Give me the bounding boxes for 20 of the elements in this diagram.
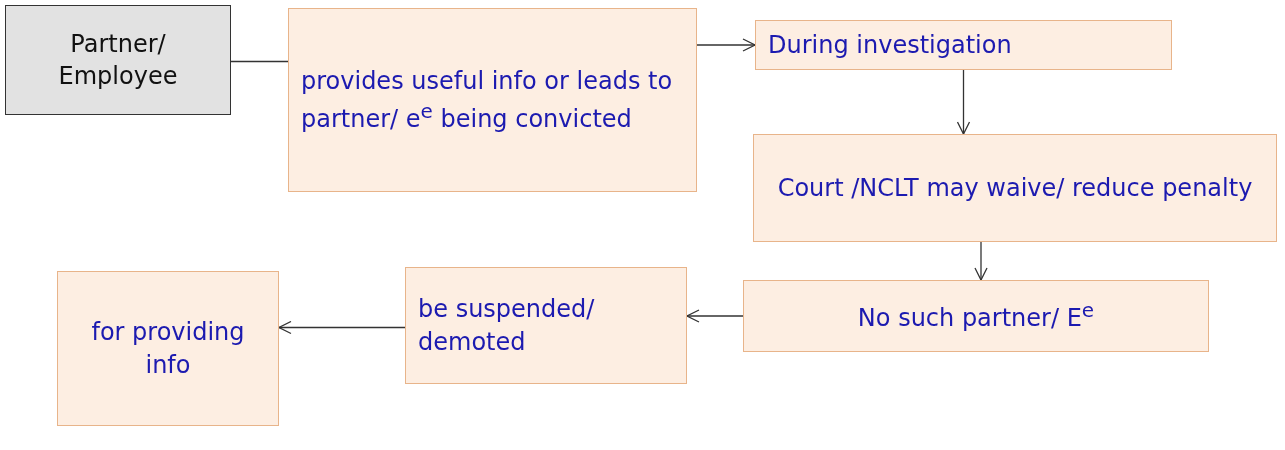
process-box: [753, 134, 1277, 242]
arrow: [974, 241, 988, 281]
box-text: provides useful info or leads to partner/ e$^{e}$ being convicted: [301, 66, 674, 135]
box-text: for providing info: [90, 317, 246, 381]
actor-box: [5, 5, 231, 115]
process-box: [288, 8, 697, 192]
process-box: [755, 20, 1172, 70]
box-text: During investigation: [768, 29, 1012, 61]
box-text: No such partner/ E$^{e}$: [857, 297, 1095, 335]
box-text: Court /NCLT may waive/ reduce penalty: [777, 172, 1253, 204]
arrow: [278, 320, 406, 335]
box-text: Partner/ Employee: [57, 28, 179, 92]
arrow: [696, 38, 756, 52]
box-text: be suspended/ demoted: [418, 294, 596, 358]
process-box: [405, 267, 687, 384]
process-box: [57, 271, 279, 426]
arrow: [686, 309, 744, 323]
arrow: [956, 69, 971, 135]
process-box: [743, 280, 1209, 352]
connector-line: [230, 60, 289, 63]
